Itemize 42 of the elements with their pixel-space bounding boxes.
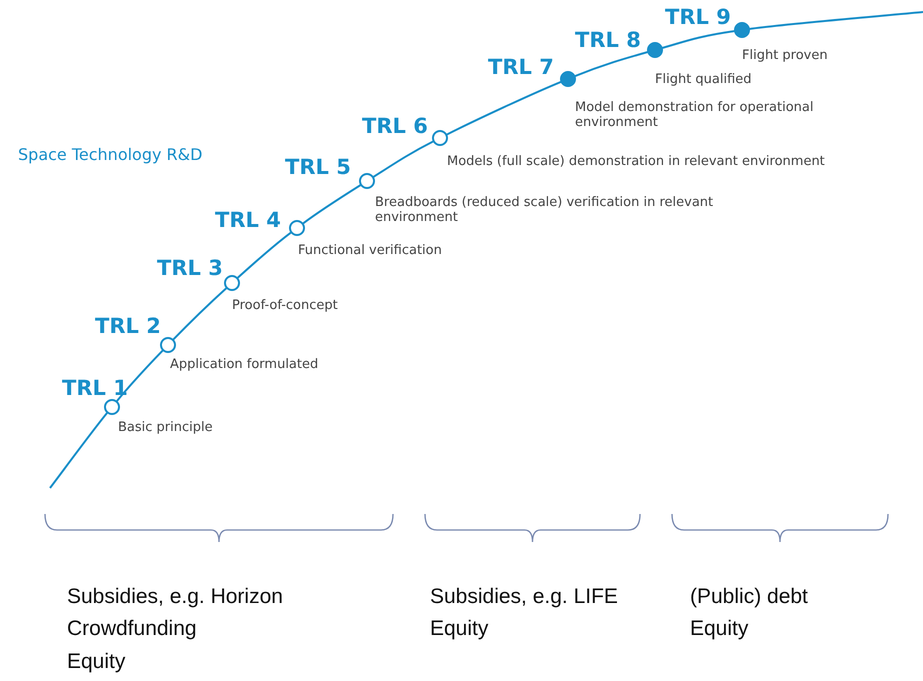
level-description: Breadboards (reduced scale) verification in relevant environment	[375, 195, 714, 225]
milestone-circle	[289, 220, 305, 236]
milestone-circle	[359, 173, 375, 189]
milestone-circle	[104, 399, 120, 415]
level-description: Functional verification	[298, 243, 442, 258]
curve-segment	[116, 349, 164, 402]
milestone-circle	[224, 275, 240, 291]
level-label: TRL 3	[157, 256, 223, 280]
milestone-dot	[560, 71, 576, 87]
level-label: TRL 4	[215, 208, 281, 232]
curve-segment	[661, 30, 736, 50]
milestone-dot	[734, 22, 750, 38]
level-label: TRL 7	[488, 55, 554, 79]
milestone-dot	[647, 42, 663, 58]
funding-label: Subsidies, e.g. LIFE	[430, 585, 618, 609]
curve-segment	[172, 286, 228, 341]
funding-label: Subsidies, e.g. Horizon	[67, 585, 283, 609]
section-title: Space Technology R&D	[18, 145, 202, 164]
level-description: Models (full scale) demonstration in relevant environment	[447, 154, 825, 169]
funding-label: Equity	[690, 617, 748, 641]
milestone-circle	[160, 337, 176, 353]
milestone-circle	[432, 130, 448, 146]
level-label: TRL 2	[95, 314, 161, 338]
level-description: Application formulated	[170, 357, 318, 372]
level-description: Basic principle	[118, 420, 213, 435]
curve-segment	[302, 184, 362, 225]
funding-label: Crowdfunding	[67, 617, 197, 641]
curve-segment	[446, 80, 562, 136]
level-description: Model demonstration for operational environment	[575, 100, 814, 130]
curve-segment	[236, 231, 292, 280]
level-label: TRL 9	[665, 5, 731, 29]
funding-label: Equity	[430, 617, 488, 641]
level-label: TRL 5	[285, 155, 351, 179]
funding-label: Equity	[67, 650, 126, 674]
level-description: Flight qualified	[655, 72, 752, 87]
level-label: TRL 6	[362, 114, 428, 138]
curve-segment	[574, 50, 649, 78]
level-label: TRL 8	[575, 28, 641, 52]
curve-segment	[372, 140, 434, 178]
level-description: Flight proven	[742, 48, 828, 63]
funding-label: (Public) debt	[690, 585, 808, 609]
level-description: Proof-of-concept	[232, 298, 338, 313]
